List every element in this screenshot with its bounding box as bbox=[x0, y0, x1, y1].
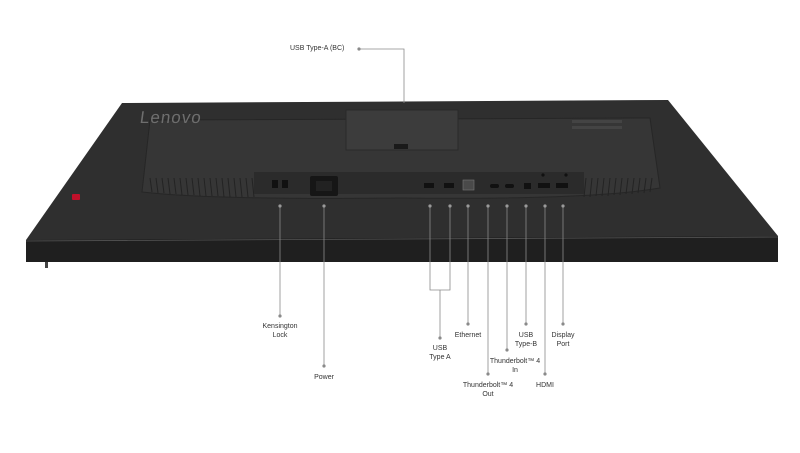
callout-dots bbox=[278, 47, 565, 376]
label-kensington-line2: Lock bbox=[272, 332, 288, 339]
displayport-port bbox=[556, 183, 568, 188]
label-usb-type-b-line2: Type-B bbox=[514, 341, 538, 348]
monitor-edge-highlight bbox=[25, 236, 779, 242]
hdmi-port bbox=[538, 183, 550, 188]
label-ethernet: Ethernet bbox=[454, 332, 482, 339]
label-kensington-line1: Kensington bbox=[262, 323, 298, 330]
power-socket-inner bbox=[316, 181, 332, 191]
label-tb-in-line2: In bbox=[512, 367, 518, 374]
usb-b-port bbox=[524, 183, 531, 189]
port-panel bbox=[254, 172, 584, 194]
label-usb-type-b: USB Type-B bbox=[506, 331, 546, 349]
label-thunderbolt-in: Thunderbolt™ 4 In bbox=[485, 357, 545, 375]
red-accent bbox=[72, 194, 80, 200]
label-usb-type-a-line2: Type A bbox=[429, 354, 451, 361]
label-tb-out-line2: Out bbox=[482, 391, 494, 398]
label-tb-in-line1: Thunderbolt™ 4 bbox=[489, 358, 541, 365]
label-display-port-line2: Port bbox=[556, 341, 570, 348]
label-power: Power bbox=[314, 374, 334, 381]
ethernet-port bbox=[462, 179, 475, 191]
label-display-port-line1: Display bbox=[551, 332, 575, 339]
kensington-slot bbox=[272, 180, 278, 188]
stand-release-button bbox=[394, 144, 408, 149]
kensington-slot-2 bbox=[282, 180, 288, 188]
lenovo-logo: Lenovo bbox=[138, 108, 204, 127]
thunderbolt-out-port bbox=[490, 184, 499, 188]
label-thunderbolt-out: Thunderbolt™ 4 Out bbox=[458, 381, 518, 399]
usb-a-port-2 bbox=[444, 183, 454, 188]
label-hdmi: HDMI bbox=[536, 382, 554, 389]
vent-fins-right bbox=[583, 177, 653, 198]
label-usb-type-a-line1: USB bbox=[432, 345, 448, 352]
stand-mount-recess bbox=[345, 109, 459, 151]
callout-lines bbox=[279, 48, 564, 374]
monitor-bottom-edge bbox=[26, 236, 778, 262]
label-usb-type-a: USB Type A bbox=[420, 344, 460, 362]
top-vent-strip bbox=[572, 120, 622, 129]
usb-bc-indicator bbox=[564, 173, 568, 177]
label-kensington-lock: Kensington Lock bbox=[255, 322, 305, 340]
label-tb-out-line1: Thunderbolt™ 4 bbox=[462, 382, 514, 389]
vent-fins-left bbox=[149, 177, 255, 198]
side-button bbox=[45, 262, 48, 268]
audio-jack bbox=[541, 173, 545, 177]
label-display-port: Display Port bbox=[543, 331, 583, 349]
port-marker-dots bbox=[278, 204, 565, 208]
label-usb-type-b-line1: USB bbox=[518, 332, 534, 339]
thunderbolt-in-port bbox=[505, 184, 514, 188]
label-usb-type-a-bc: USB Type-A (BC) bbox=[290, 45, 345, 52]
usb-a-port-1 bbox=[424, 183, 434, 188]
